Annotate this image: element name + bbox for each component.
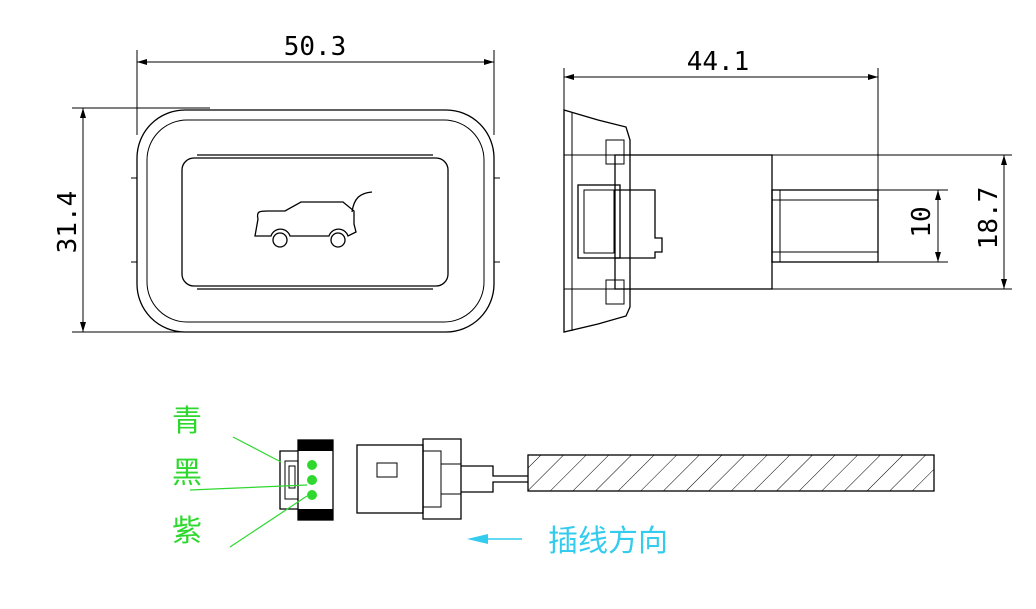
wire-pin-cyan bbox=[307, 460, 317, 470]
switch-bezel-outer bbox=[136, 109, 495, 333]
wire-label-cyan: 青 bbox=[172, 404, 202, 439]
car-tailgate-icon bbox=[254, 191, 373, 248]
cable-bundle bbox=[527, 454, 935, 492]
connector-inner-dimension: 10 bbox=[907, 206, 937, 237]
connector-outer-dimension: 18.7 bbox=[974, 187, 1004, 250]
front-view: 50.3 31.4 bbox=[53, 32, 500, 333]
height-dimension: 31.4 bbox=[53, 191, 83, 254]
wire-label-black: 黑 bbox=[172, 456, 202, 491]
wire-pin-purple bbox=[307, 490, 317, 500]
insertion-direction-label: 插线方向 bbox=[548, 524, 668, 559]
wiring-view: 青 黑 紫 插线方向 bbox=[172, 404, 935, 559]
wire-pin-black bbox=[307, 475, 317, 485]
switch-button bbox=[181, 157, 449, 287]
depth-dimension: 44.1 bbox=[687, 47, 750, 77]
side-view: 44.1 10 18.7 bbox=[563, 47, 1012, 333]
switch-bezel-inner bbox=[146, 119, 485, 323]
connector-housing bbox=[771, 189, 879, 263]
insertion-direction-arrow bbox=[467, 534, 522, 544]
width-dimension: 50.3 bbox=[284, 32, 347, 62]
male-plug bbox=[356, 444, 424, 514]
wire-label-purple: 紫 bbox=[172, 514, 202, 549]
switch-housing bbox=[614, 154, 773, 290]
